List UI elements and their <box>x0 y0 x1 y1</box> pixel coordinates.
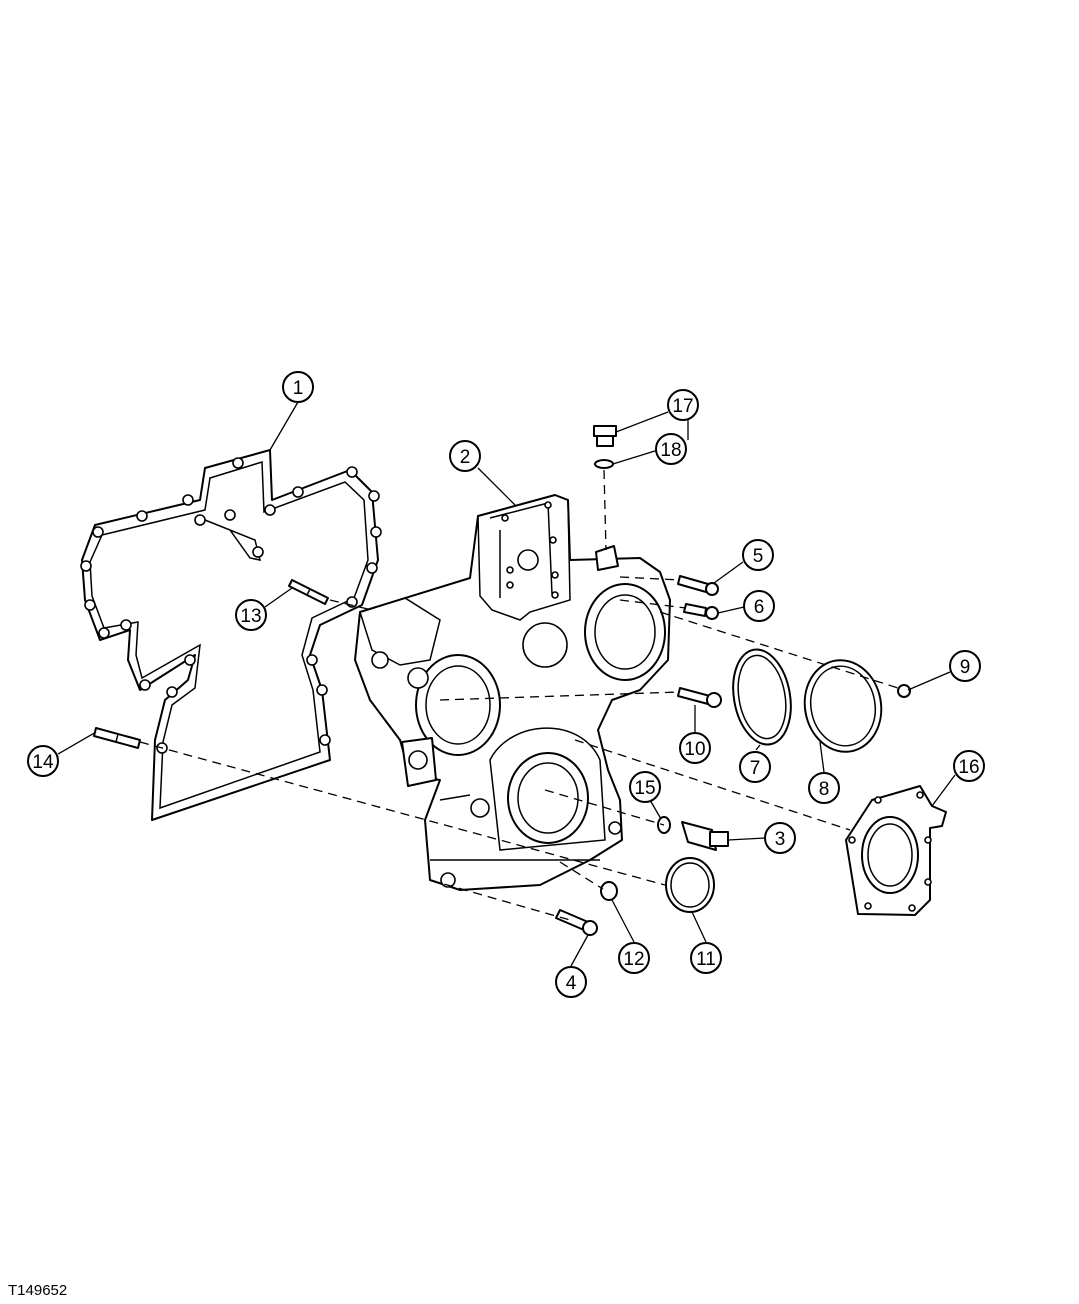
callout-15: 15 <box>629 771 661 803</box>
callout-11-label: 11 <box>696 949 716 970</box>
callout-6: 6 <box>743 590 775 622</box>
callout-18-label: 18 <box>660 440 681 461</box>
callout-12: 12 <box>618 942 650 974</box>
callout-7-label: 7 <box>750 758 761 779</box>
rear-seal-housing-16 <box>845 785 947 916</box>
cap-screw-4 <box>555 909 598 936</box>
callout-5-label: 5 <box>753 546 764 567</box>
callout-16: 16 <box>953 750 985 782</box>
callout-5: 5 <box>742 539 774 571</box>
callout-2: 2 <box>449 440 481 472</box>
callout-16-label: 16 <box>958 757 979 778</box>
timing-cover-gasket <box>80 449 382 821</box>
cover-bolt-holes <box>501 501 559 599</box>
callout-4: 4 <box>555 966 587 998</box>
callout-3: 3 <box>764 822 796 854</box>
callout-1: 1 <box>282 371 314 403</box>
leader-lines <box>57 401 956 967</box>
stud-14 <box>93 727 141 749</box>
timing-gear-cover <box>354 494 671 891</box>
callout-13-label: 13 <box>240 606 261 627</box>
callout-18: 18 <box>655 433 687 465</box>
callout-9-label: 9 <box>960 657 971 678</box>
o-ring-18 <box>594 459 614 469</box>
callout-4-label: 4 <box>566 973 577 994</box>
fitting-3 <box>681 821 729 851</box>
callout-6-label: 6 <box>754 597 765 618</box>
callout-9: 9 <box>949 650 981 682</box>
seal-ring-11 <box>665 857 715 913</box>
stud-13 <box>288 579 329 605</box>
callout-14: 14 <box>27 745 59 777</box>
seal-ring-7 <box>732 648 792 746</box>
cap-screw-5 <box>677 575 719 596</box>
cap-screw-6 <box>683 603 719 620</box>
plug-17 <box>593 425 617 447</box>
nut-12 <box>600 881 618 901</box>
callout-7: 7 <box>739 751 771 783</box>
callout-17: 17 <box>667 389 699 421</box>
cap-screw-10 <box>677 687 722 708</box>
callout-8-label: 8 <box>819 779 830 800</box>
callout-1-label: 1 <box>293 378 304 399</box>
callout-2-label: 2 <box>460 447 471 468</box>
callout-3-label: 3 <box>775 829 786 850</box>
callout-14-label: 14 <box>32 752 54 773</box>
callout-17-label: 17 <box>672 396 693 417</box>
callout-8: 8 <box>808 772 840 804</box>
callout-10-label: 10 <box>684 739 705 760</box>
figure-id-label: T149652 <box>8 1282 68 1299</box>
cover-plate-8 <box>803 659 883 753</box>
gasket-bolt-holes <box>80 457 382 754</box>
callout-12-label: 12 <box>623 949 644 970</box>
callout-11: 11 <box>690 942 722 974</box>
alignment-lines <box>139 469 899 921</box>
callout-13: 13 <box>235 599 267 631</box>
callout-10: 10 <box>679 732 711 764</box>
callout-15-label: 15 <box>634 778 655 799</box>
cap-screw-9 <box>897 684 911 698</box>
